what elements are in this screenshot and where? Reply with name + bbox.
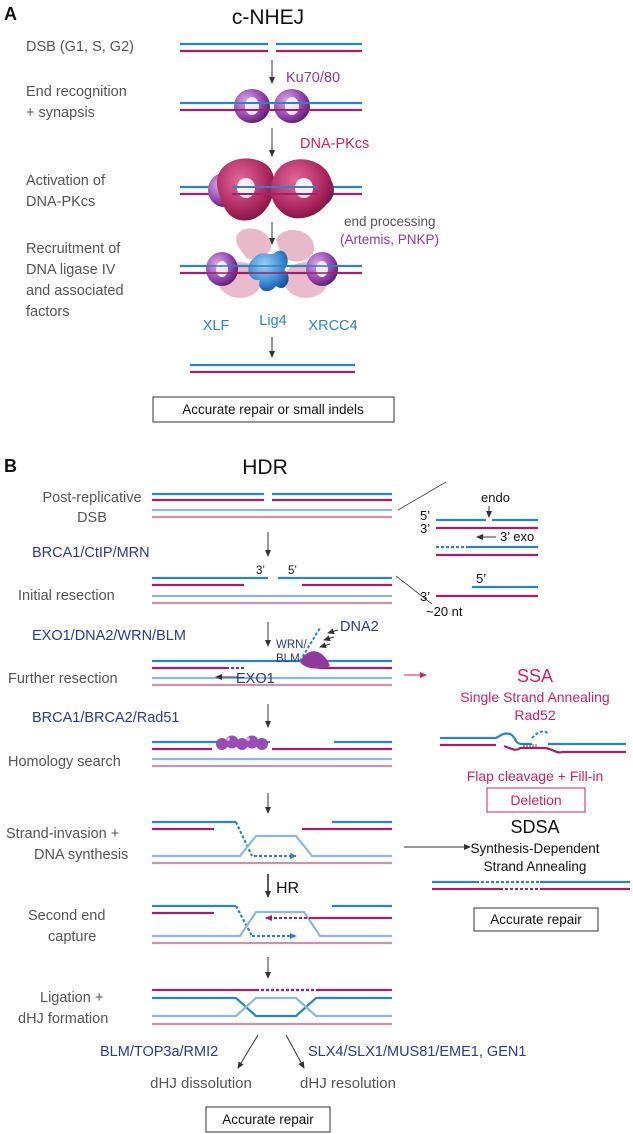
xlf-label: XLF (203, 318, 230, 334)
inset-3prime-bottom: 3’ (420, 589, 430, 604)
ssa-step: Flap cleavage + Fill-in (467, 768, 604, 784)
sdsa-outcome: Accurate repair (490, 912, 582, 927)
panel-a-letter: A (4, 4, 17, 24)
factor-brca1-brca2-rad51: BRCA1/BRCA2/Rad51 (32, 710, 180, 726)
zoom-line-bottom (395, 575, 433, 605)
resolution-factors: SLX4/SLX1/MUS81/EME1, GEN1 (308, 1044, 526, 1060)
resection-5prime: 5’ (288, 565, 297, 577)
ssa-title: SSA (517, 666, 553, 686)
step-initial-resection: Initial resection (18, 588, 115, 604)
end-processing-label: end processing (344, 214, 436, 229)
inset-endo: endo (481, 490, 510, 505)
step-strand-invasion: Strand-invasion + (6, 826, 119, 842)
ligase-complex (180, 228, 362, 298)
dhj-dna (152, 988, 392, 1026)
inset-dna-top (436, 518, 538, 530)
step-recruitment: Recruitment of (26, 241, 121, 257)
ssa-outcome-box (486, 787, 586, 813)
step-second-end: Second end (28, 908, 105, 924)
ku-rings (234, 89, 310, 123)
inset-3prime-top: 3’ (420, 521, 430, 536)
step-associated: and associated (26, 283, 124, 299)
sdsa-dna (432, 880, 630, 891)
zoom-line-top (397, 481, 447, 511)
step-further-resection: Further resection (8, 671, 118, 687)
step-post-replicative-dsb: DSB (77, 510, 107, 526)
outcome-box-b (205, 1106, 331, 1133)
ku-label: Ku70/80 (286, 70, 340, 86)
repaired-dna-a (190, 363, 355, 374)
hr-label: HR (276, 880, 299, 897)
outcome-a: Accurate repair or small indels (182, 402, 364, 417)
arrow-resolution (285, 1034, 305, 1069)
ssa-outcome: Deletion (510, 792, 561, 808)
factor-exo1-dna2: EXO1/DNA2/WRN/BLM (32, 628, 186, 644)
step-dhj-formation: dHJ formation (18, 1011, 108, 1027)
resection-3prime: 3’ (256, 565, 265, 577)
step-synapsis: + synapsis (26, 105, 95, 121)
step-post-replicative: Post-replicative (42, 490, 141, 506)
initial-resection-dna (152, 576, 392, 605)
outcome-box-a (152, 396, 395, 423)
step-dsb: DSB (G1, S, G2) (26, 39, 134, 55)
step-factors: factors (26, 304, 70, 320)
rad51-filament (216, 735, 268, 750)
inset-dna-bottom (436, 585, 538, 598)
inset-5prime-top: 5’ (420, 508, 430, 523)
dna2-arrows (319, 628, 339, 649)
arrow-dissolution (237, 1034, 259, 1069)
panel-b-title: HDR (242, 456, 288, 479)
strand-invasion-dna (152, 820, 392, 865)
ssa-subtitle: Single Strand Annealing (460, 689, 609, 705)
sdsa-line1: Synthesis-Dependent (470, 841, 599, 856)
lig4-label: Lig4 (259, 313, 286, 329)
sdsa-line2: Strand Annealing (484, 859, 587, 874)
dissolution-label: dHJ dissolution (150, 1075, 252, 1092)
dnapkcs-complex (180, 158, 362, 221)
exo1-label: EXO1 (236, 671, 275, 687)
dsb-dna (180, 42, 362, 53)
homology-search-dna (152, 740, 392, 768)
step-activation: Activation of (26, 173, 106, 189)
wrn-label: WRN/ (276, 639, 307, 651)
panel-a-title: c-NHEJ (232, 6, 304, 29)
panel-b-letter: B (4, 456, 17, 476)
ssa-dna (440, 730, 626, 754)
sdsa-outcome-box (473, 907, 599, 932)
step-dnapkcs: DNA-PKcs (26, 194, 95, 210)
dna2-label: DNA2 (340, 619, 379, 635)
dnapkcs-label: DNA-PKcs (300, 136, 369, 152)
second-end-dna (152, 904, 392, 945)
blm-label: BLM (276, 653, 300, 665)
inset-dna-mid (436, 545, 538, 557)
inset-exo: 3’ exo (500, 529, 534, 544)
step-dna-synthesis: DNA synthesis (34, 847, 128, 863)
step-end-recognition: End recognition (26, 84, 127, 100)
step-capture: capture (48, 929, 96, 945)
step-ligase: DNA ligase IV (26, 262, 116, 278)
step-homology-search: Homology search (8, 754, 121, 770)
further-resection-dna (152, 627, 392, 687)
ssa-factor: Rad52 (514, 707, 555, 723)
factor-brca1-ctip-mrn: BRCA1/CtIP/MRN (32, 545, 150, 561)
hdr-dsb-dna (152, 492, 392, 519)
ku-dna (180, 101, 362, 112)
resolution-label: dHJ resolution (300, 1075, 396, 1092)
xrcc4-label: XRCC4 (308, 318, 357, 334)
end-processing-factors: (Artemis, PNKP) (340, 232, 439, 247)
dissolution-factors: BLM/TOP3a/RMI2 (100, 1044, 218, 1060)
step-ligation: Ligation + (40, 990, 103, 1006)
sdsa-title: SDSA (510, 817, 559, 837)
inset-5prime-bottom: 5’ (476, 571, 486, 586)
outcome-b: Accurate repair (222, 1112, 314, 1127)
inset-nt: ~20 nt (426, 604, 463, 619)
